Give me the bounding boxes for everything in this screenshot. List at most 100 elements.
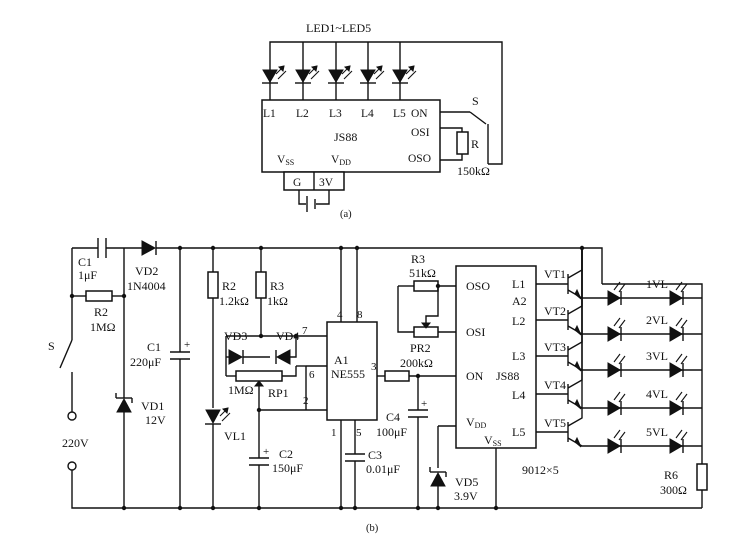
vt3-label: VT3	[544, 340, 566, 354]
r3-51k-label: R3	[411, 252, 425, 266]
led-row-1	[602, 281, 702, 306]
mains-voltage: 220V	[62, 436, 89, 450]
led-group-5vl: 5VL	[646, 425, 668, 439]
a2-pin-osi: OSI	[466, 325, 485, 339]
a2-pin-oso: OSO	[466, 279, 490, 293]
c1-220-label: C1	[147, 340, 161, 354]
pin-vdd-a: VDD	[331, 154, 351, 167]
zener-vd1	[116, 397, 132, 413]
plus-sign: +	[263, 446, 269, 458]
led-group-4vl: 4VL	[646, 387, 668, 401]
zener-vd5	[430, 471, 446, 487]
oso-wire	[440, 154, 463, 161]
led-diode	[328, 42, 353, 100]
top-bus-wire	[269, 41, 503, 165]
diode-vd3	[228, 349, 244, 365]
led-diode	[360, 42, 385, 100]
led-diode	[392, 65, 417, 100]
mains-switch-label: S	[48, 339, 55, 353]
transistor-note: 9012×5	[522, 463, 559, 477]
vd2-value: 1N4004	[127, 279, 166, 293]
resistor-r3-1k	[255, 271, 267, 299]
led-group-3vl: 3VL	[646, 349, 668, 363]
resistor-r2-1m	[85, 290, 113, 302]
r2-label: R2	[222, 279, 236, 293]
vd5-label: VD5	[455, 475, 478, 489]
diode-vd4	[275, 349, 291, 365]
chip-name-a: JS88	[334, 130, 357, 144]
r3-51k-value: 51kΩ	[409, 266, 436, 280]
resistor-r3-51k	[413, 280, 439, 292]
vd3-label: VD3	[224, 329, 247, 343]
diode-vd2	[141, 240, 157, 256]
rp1-value: 1MΩ	[228, 383, 254, 397]
vt5-label: VT5	[544, 416, 566, 430]
a1-label: A1	[334, 353, 349, 367]
battery-g-label: G	[293, 177, 301, 189]
r2-value: 1.2kΩ	[219, 294, 249, 308]
led-group-1vl: 1VL	[646, 277, 668, 291]
led-row-4	[602, 391, 702, 416]
mains-terminal	[67, 461, 77, 471]
pin-osi: OSI	[411, 127, 430, 139]
led-group-2vl: 2VL	[646, 313, 668, 327]
mains-switch-s	[59, 339, 73, 369]
ground-rail	[71, 470, 702, 509]
plus-sign: +	[184, 339, 190, 351]
a2-pin-l3: L3	[512, 349, 525, 363]
led-diode	[295, 42, 320, 100]
resistor-r-value: 150kΩ	[457, 164, 490, 178]
pr2-label: PR2	[410, 341, 431, 355]
vt2-label: VT2	[544, 304, 566, 318]
a1-pin-8: 8	[357, 309, 363, 321]
led-group-label: LED1~LED5	[306, 21, 371, 35]
transistor-vt2	[536, 248, 602, 336]
pin-on: ON	[411, 108, 428, 120]
led-row-2	[602, 317, 702, 342]
led-vl1	[205, 409, 221, 425]
ne555-chip-a1	[326, 321, 378, 421]
switch-s-a	[469, 111, 487, 125]
resistor-output	[384, 370, 410, 382]
js88-chip-a	[261, 99, 441, 173]
a1-value: NE555	[331, 367, 365, 381]
resistor-r6	[696, 463, 708, 491]
c4-value: 100μF	[376, 425, 407, 439]
pin-l1: L1	[263, 108, 276, 120]
a2-pin-vdd: VDD	[466, 415, 486, 430]
led-common-rail	[602, 283, 703, 464]
vd2-label: VD2	[135, 264, 158, 278]
figure-a: LED1~LED5	[261, 21, 503, 220]
mains-terminal	[67, 411, 77, 421]
a1-pin-2: 2	[303, 395, 309, 407]
pin-l5: L5	[393, 108, 406, 120]
led-row-5	[602, 429, 702, 454]
r6-value: 300Ω	[660, 483, 687, 497]
pin-l4: L4	[361, 108, 374, 120]
a2-label: A2	[512, 294, 527, 308]
positive-rail	[156, 247, 603, 284]
switch-s-label-a: S	[472, 94, 479, 108]
pr2-value: 200kΩ	[400, 356, 433, 370]
c1-220-value: 220μF	[130, 355, 161, 369]
led-row-3	[602, 353, 702, 378]
r2-1m-value: 1MΩ	[90, 320, 116, 334]
resistor-r	[456, 131, 469, 155]
r2-1m-label: R2	[94, 305, 108, 319]
potentiometer-rp1	[235, 370, 283, 382]
r3-value: 1kΩ	[267, 294, 288, 308]
a2-pin-on: ON	[466, 369, 484, 383]
c1-value: 1μF	[78, 268, 97, 282]
a1-pin-4: 4	[337, 309, 343, 321]
vt4-label: VT4	[544, 378, 566, 392]
c1-label: C1	[78, 255, 92, 269]
a1-pin-1: 1	[331, 427, 337, 439]
pin-oso: OSO	[408, 153, 431, 165]
figure-b: C1 1μF VD2 1N4004 R2 1MΩ S 220V VD1 12V	[48, 238, 708, 534]
vd4-label: VD4	[276, 329, 299, 343]
r6-label: R6	[664, 468, 678, 482]
vd1-label: VD1	[141, 399, 164, 413]
a2-pin-l2: L2	[512, 314, 525, 328]
